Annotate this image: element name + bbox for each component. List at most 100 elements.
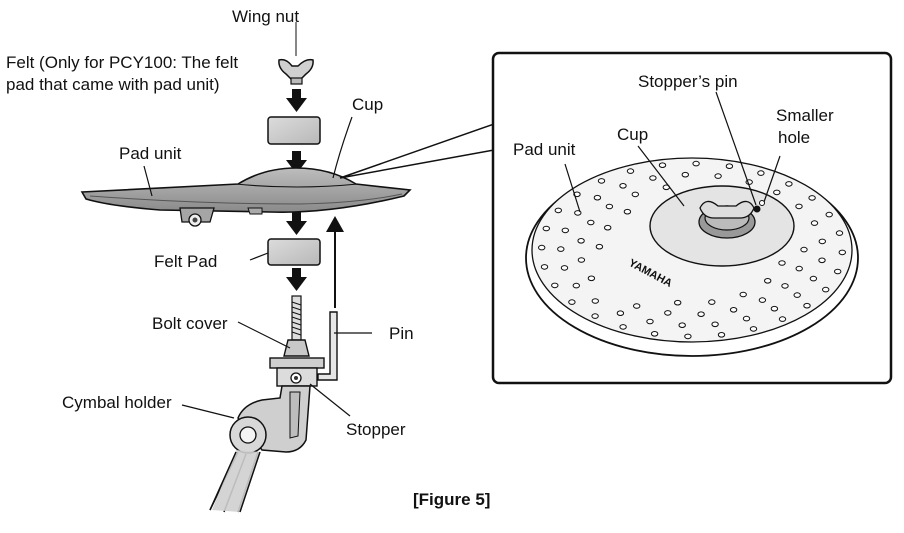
pad-hole	[803, 302, 811, 309]
pad-hole	[557, 246, 565, 252]
detail-stoppers-pin	[753, 205, 761, 213]
label-felt-line2: pad that came with pad unit)	[6, 75, 220, 94]
pad-hole	[729, 307, 738, 313]
pad-hole	[795, 265, 803, 272]
label-detail-smaller-hole-1: Smaller	[776, 106, 834, 125]
pad-hole	[572, 282, 580, 289]
pad-hole	[795, 203, 803, 210]
pad-hole	[542, 225, 550, 232]
pad-hole	[650, 331, 659, 337]
pad-unit	[80, 167, 412, 227]
pad-hole	[764, 278, 772, 284]
label-bolt-cover: Bolt cover	[152, 314, 228, 333]
down-arrow-icon	[286, 268, 307, 291]
pad-hole	[708, 299, 716, 305]
pad-hole	[605, 203, 614, 210]
detail-holes	[538, 160, 846, 340]
wing-nut	[278, 58, 314, 85]
pad-hole	[597, 178, 606, 184]
pad-hole	[664, 310, 672, 316]
stopper	[269, 357, 325, 387]
pad-hole	[692, 160, 700, 167]
label-detail-smaller-hole-2: hole	[778, 128, 811, 147]
label-stopper: Stopper	[346, 420, 406, 439]
pad-hole	[568, 299, 576, 305]
pad-hole	[591, 298, 599, 304]
pad-hole	[781, 283, 789, 289]
pad-hole	[646, 318, 654, 325]
felt-top	[267, 116, 321, 145]
pad-hole	[825, 211, 833, 218]
bolt-cover	[283, 339, 310, 357]
pad-hole	[560, 265, 569, 271]
up-arrow-icon	[326, 216, 344, 308]
pad-hole	[684, 333, 692, 340]
pad-hole	[717, 332, 726, 338]
pad-hole	[758, 297, 767, 303]
cymbal-holder	[209, 385, 311, 513]
pad-hole	[681, 171, 689, 178]
label-detail-pad-unit: Pad unit	[513, 140, 576, 159]
pad-hole	[561, 227, 569, 234]
pad-hole	[725, 163, 734, 169]
pad-hole	[595, 243, 604, 250]
pad-hole	[540, 264, 549, 270]
bolt	[291, 295, 302, 341]
pad-hole	[658, 162, 667, 168]
pad-hole	[785, 181, 793, 187]
pad-hole	[678, 322, 686, 329]
pad-hole	[538, 244, 546, 251]
label-pad-unit: Pad unit	[119, 144, 182, 163]
down-arrow-icon	[286, 151, 307, 174]
figure-caption: [Figure 5]	[413, 490, 491, 509]
pad-hole	[749, 326, 758, 332]
pad-hole	[800, 246, 808, 253]
pad-hole	[778, 260, 786, 266]
pad-hole	[770, 305, 779, 312]
pad-hole	[554, 207, 562, 214]
pad-hole	[742, 315, 751, 322]
pad-hole	[619, 183, 627, 189]
label-cup: Cup	[352, 95, 384, 114]
pad-hole	[793, 292, 801, 298]
pad-hole	[674, 299, 682, 306]
pad-hole	[834, 268, 842, 275]
pad-hole	[835, 230, 844, 236]
pad-hole	[808, 195, 816, 201]
felt-pad	[267, 238, 321, 266]
pad-hole	[633, 303, 641, 309]
leader-lines-detail	[564, 91, 781, 213]
leader-lines-left	[143, 116, 372, 419]
pin	[317, 311, 338, 381]
label-felt-pad: Felt Pad	[154, 252, 218, 271]
pad-hole	[818, 238, 826, 245]
label-felt-line1: Felt (Only for PCY100: The felt	[6, 53, 239, 72]
pad-hole	[818, 257, 826, 264]
pad-hole	[809, 275, 818, 282]
pad-hole	[822, 286, 830, 293]
pad-hole	[631, 191, 639, 198]
pad-hole	[577, 238, 585, 244]
pad-hole	[551, 282, 559, 289]
down-arrow-icon	[286, 212, 307, 235]
pad-hole	[838, 249, 846, 256]
pad-hole	[739, 291, 747, 298]
pad-hole	[577, 257, 586, 263]
pad-hole	[593, 194, 602, 201]
label-pin: Pin	[389, 324, 414, 343]
pad-hole	[587, 275, 596, 282]
down-arrow-icon	[286, 89, 307, 112]
pad-hole	[714, 173, 722, 179]
pad-hole	[697, 311, 705, 318]
pad-hole	[616, 310, 625, 317]
detail-pad-unit: YAMAHA	[525, 157, 859, 357]
pad-hole	[649, 175, 657, 181]
pad-hole	[757, 170, 765, 176]
pad-hole	[619, 324, 627, 330]
pad-hole	[711, 321, 719, 328]
pad-hole	[591, 313, 599, 319]
label-wing-nut: Wing nut	[232, 7, 300, 26]
pad-hole	[773, 189, 781, 196]
